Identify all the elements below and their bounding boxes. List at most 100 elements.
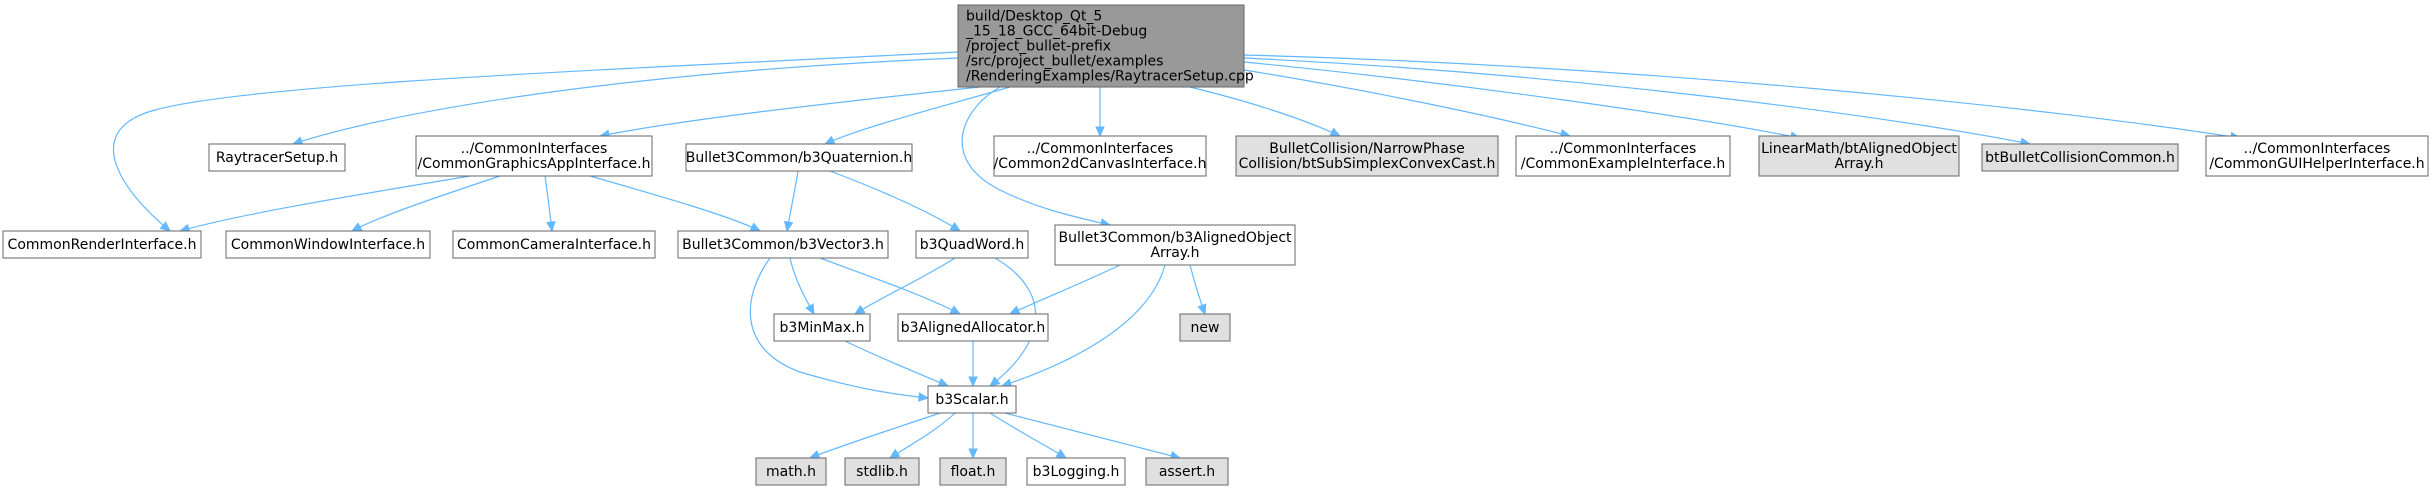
edge-b3-scalar-h-to-float-h <box>968 413 978 460</box>
edge-arrowhead <box>949 221 962 232</box>
node-label-line: ../CommonInterfaces <box>461 141 608 157</box>
node-common-camera-interface-h[interactable]: CommonCameraInterface.h <box>452 230 656 259</box>
edge-arrowhead <box>989 376 1001 387</box>
edge-arrowhead <box>546 221 556 233</box>
node-label-line: /Common2dCanvasInterface.h <box>994 156 1207 172</box>
edge-root-to-bt-bullet-collision-common-h <box>1243 57 2032 147</box>
edge-b3-scalar-h-to-math-h <box>808 412 941 459</box>
edge-line <box>589 175 761 232</box>
edge-arrowhead <box>949 305 962 315</box>
edge-arrowhead <box>1329 127 1342 137</box>
edge-b3-scalar-h-to-stdlib-h <box>888 412 956 459</box>
edge-b3-scalar-h-to-assert-h <box>1004 412 1182 461</box>
edge-common-graphics-app-interface-h-to-b3-vector3-h <box>589 175 762 232</box>
edge-b3-quaternion-h-to-b3-vector3-h <box>783 170 799 233</box>
node-box <box>1054 224 1296 266</box>
node-box <box>1981 143 2179 172</box>
node-float-h: float.h <box>939 457 1007 486</box>
node-raytracer-setup-h[interactable]: RaytracerSetup.h <box>208 143 346 172</box>
edge-line <box>961 86 1111 226</box>
node-label-line: Collision/btSubSimplexConvexCast.h <box>1239 156 1496 172</box>
edge-root-to-b3-quaternion-h <box>823 86 1011 145</box>
node-common-graphics-app-interface-h[interactable]: ../CommonInterfaces/CommonGraphicsAppInt… <box>415 135 653 177</box>
node-common-2d-canvas-interface-h[interactable]: ../CommonInterfaces/Common2dCanvasInterf… <box>993 135 1207 177</box>
edge-common-graphics-app-interface-h-to-common-render-interface-h <box>178 175 471 233</box>
node-box <box>208 143 346 172</box>
edge-arrowhead <box>350 222 363 232</box>
edge-root-to-bt-sub-simplex-convex-cast-h <box>1189 86 1342 137</box>
node-label-line: btBulletCollisionCommon.h <box>1985 150 2175 166</box>
edge-root-to-common-render-interface-h <box>112 51 959 232</box>
edge-arrowhead <box>749 222 762 232</box>
edge-arrowhead <box>1008 305 1021 315</box>
edge-b3-vector3-h-to-b3-scalar-h <box>749 257 930 402</box>
edge-b3-aligned-allocator-h-to-b3-scalar-h <box>968 341 978 388</box>
node-bt-bullet-collision-common-h: btBulletCollisionCommon.h <box>1981 143 2179 172</box>
node-label-line: /RenderingExamples/RaytracerSetup.cpp <box>966 69 1254 85</box>
edge-arrowhead <box>888 448 901 459</box>
node-label-line: /project_bullet-prefix <box>966 39 1111 55</box>
edge-line <box>829 170 961 232</box>
edge-arrowhead <box>823 135 836 145</box>
edge-arrowhead <box>853 304 866 315</box>
node-label-line: assert.h <box>1159 464 1215 480</box>
edge-root-to-bt-aligned-object-array-h <box>1243 61 1802 141</box>
edge-arrowhead <box>808 450 821 459</box>
node-label-line: math.h <box>766 464 816 480</box>
node-common-render-interface-h[interactable]: CommonRenderInterface.h <box>2 230 202 259</box>
edge-b3-min-max-h-to-b3-scalar-h <box>844 340 950 387</box>
edges-layer <box>112 51 2242 461</box>
node-box <box>993 135 1207 177</box>
node-common-window-interface-h[interactable]: CommonWindowInterface.h <box>225 230 431 259</box>
edge-line <box>1243 57 2031 145</box>
edge-root-to-common-graphics-app-interface-h <box>598 86 981 139</box>
node-label-line: b3Logging.h <box>1033 464 1120 480</box>
node-label-line: Bullet3Common/b3AlignedObject <box>1058 230 1292 246</box>
node-box <box>755 457 827 486</box>
node-assert-h: assert.h <box>1145 457 1229 486</box>
node-box <box>939 457 1007 486</box>
edge-line <box>824 86 1011 145</box>
node-label-line: CommonWindowInterface.h <box>231 237 425 253</box>
node-b3-quaternion-h[interactable]: Bullet3Common/b3Quaternion.h <box>685 143 913 172</box>
node-b3-scalar-h[interactable]: b3Scalar.h <box>927 385 1017 414</box>
node-label-line: ../CommonInterfaces <box>2244 141 2391 157</box>
node-box <box>897 313 1049 342</box>
edge-arrowhead <box>968 376 978 388</box>
node-box <box>225 230 431 259</box>
edge-line <box>819 257 961 315</box>
node-root: build/Desktop_Qt_5_15_18_GCC_64bit-Debug… <box>957 4 1254 88</box>
node-box <box>2 230 202 259</box>
node-box <box>2205 135 2429 177</box>
edge-line <box>1243 61 1801 139</box>
edge-line <box>599 86 981 137</box>
node-label-line: build/Desktop_Qt_5 <box>966 9 1102 25</box>
node-box <box>844 457 920 486</box>
node-label-line: _15_18_GCC_64bit-Debug <box>965 24 1147 40</box>
edge-arrowhead <box>937 377 950 387</box>
node-label-line: LinearMath/btAlignedObject <box>1761 141 1957 157</box>
edge-line <box>844 340 949 387</box>
edge-line <box>179 175 471 232</box>
node-common-example-interface-h[interactable]: ../CommonInterfaces/CommonExampleInterfa… <box>1515 135 1731 177</box>
node-b3-logging-h[interactable]: b3Logging.h <box>1026 457 1126 486</box>
edge-common-graphics-app-interface-h-to-common-camera-interface-h <box>544 175 556 233</box>
node-common-gui-helper-interface-h[interactable]: ../CommonInterfaces/CommonGUIHelperInter… <box>2205 135 2429 177</box>
edge-line <box>749 257 929 399</box>
node-label-line: b3Scalar.h <box>935 392 1008 408</box>
node-box <box>1179 313 1231 342</box>
node-box <box>957 4 1245 88</box>
edge-line <box>1009 264 1121 315</box>
node-label-line: /CommonExampleInterface.h <box>1521 156 1726 172</box>
node-label-line: /src/project_bullet/examples <box>966 54 1163 70</box>
node-b3-min-max-h[interactable]: b3MinMax.h <box>773 313 871 342</box>
node-b3-vector3-h[interactable]: Bullet3Common/b3Vector3.h <box>677 230 889 259</box>
node-b3-aligned-allocator-h[interactable]: b3AlignedAllocator.h <box>897 313 1049 342</box>
nodes-layer: build/Desktop_Qt_5_15_18_GCC_64bit-Debug… <box>2 4 2429 486</box>
edge-b3-quaternion-h-to-b3-quad-word-h <box>829 170 962 232</box>
node-b3-quad-word-h[interactable]: b3QuadWord.h <box>915 230 1029 259</box>
edge-line <box>1001 264 1166 387</box>
edge-arrowhead <box>805 303 815 316</box>
